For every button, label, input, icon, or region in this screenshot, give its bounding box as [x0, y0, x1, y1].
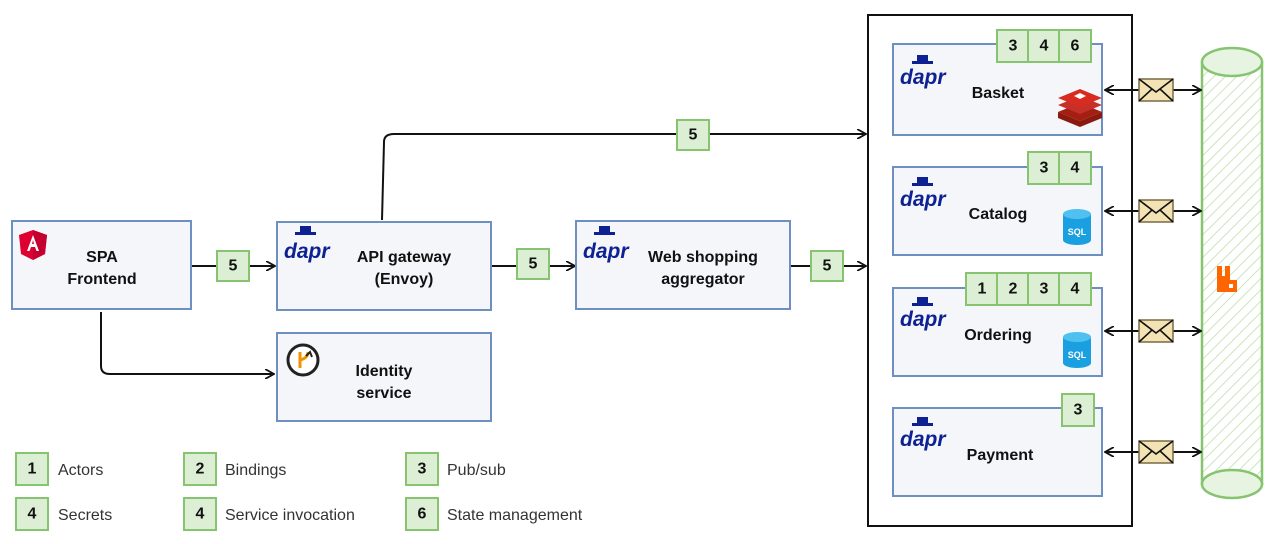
- legend-item: 4 Service invocation: [183, 497, 355, 531]
- payment-service-node: dapr Payment 3: [892, 393, 1103, 497]
- catalog-service-node: dapr Catalog SQL 3 4: [892, 151, 1103, 256]
- svg-text:dapr: dapr: [900, 428, 947, 451]
- svg-text:3: 3: [418, 461, 427, 478]
- angular-icon: [19, 230, 47, 260]
- event-bus: [1200, 46, 1264, 500]
- legend-item: 4 Secrets: [15, 497, 112, 531]
- identity-label-line2: service: [356, 385, 411, 402]
- ordering-service-node: dapr Ordering SQL 1 2 3 4: [892, 272, 1103, 377]
- aggregator-label-line1: Web shopping: [648, 249, 758, 266]
- svg-text:SQL: SQL: [1068, 350, 1087, 360]
- svg-text:dapr: dapr: [900, 188, 947, 211]
- aggregator-node: dapr Web shopping aggregator: [575, 220, 791, 310]
- edge-badge-aggregator-services: 5: [810, 250, 844, 282]
- svg-text:3: 3: [1040, 160, 1049, 177]
- arrow-spa-identity: [100, 312, 273, 374]
- svg-text:1: 1: [28, 461, 37, 478]
- basket-badge: 4: [1027, 29, 1061, 63]
- svg-text:Service invocation: Service invocation: [225, 507, 355, 524]
- basket-label: Basket: [972, 85, 1025, 102]
- svg-text:5: 5: [689, 127, 698, 144]
- svg-text:6: 6: [1071, 38, 1080, 55]
- identity-label-line1: Identity: [356, 363, 413, 380]
- svg-text:dapr: dapr: [900, 308, 947, 331]
- payment-badge: 3: [1061, 393, 1095, 427]
- svg-text:dapr: dapr: [900, 66, 947, 89]
- svg-text:4: 4: [1040, 38, 1049, 55]
- ordering-label: Ordering: [964, 327, 1032, 344]
- spa-label-line1: SPA: [86, 249, 118, 266]
- svg-text:3: 3: [1009, 38, 1018, 55]
- ordering-badge: 3: [1027, 272, 1061, 306]
- svg-text:2: 2: [196, 461, 205, 478]
- svg-text:dapr: dapr: [284, 240, 331, 263]
- legend-item: 2 Bindings: [183, 452, 286, 486]
- basket-service-node: dapr Basket 3 4 6: [892, 29, 1103, 136]
- dapr-logo-icon: dapr: [583, 226, 630, 263]
- legend: 1 Actors 2 Bindings 3 Pub/sub 4 Secrets …: [15, 452, 583, 531]
- svg-text:SQL: SQL: [1068, 227, 1087, 237]
- legend-item: 6 State management: [405, 497, 583, 531]
- aggregator-label-line2: aggregator: [661, 271, 745, 288]
- gateway-label-line2: (Envoy): [375, 271, 434, 288]
- redis-icon: [1058, 89, 1102, 127]
- payment-label: Payment: [967, 447, 1034, 464]
- svg-text:5: 5: [229, 258, 238, 275]
- svg-text:5: 5: [529, 256, 538, 273]
- basket-badge: 3: [996, 29, 1030, 63]
- dapr-logo-icon: dapr: [900, 417, 947, 451]
- dapr-logo-icon: dapr: [284, 226, 331, 263]
- svg-text:Actors: Actors: [58, 462, 103, 479]
- edge-badge-spa-gateway: 5: [216, 250, 250, 282]
- spa-frontend-node: SPA Frontend: [11, 220, 192, 310]
- catalog-badge: 3: [1027, 151, 1061, 185]
- svg-text:Pub/sub: Pub/sub: [447, 462, 506, 479]
- ordering-badge: 2: [996, 272, 1030, 306]
- svg-text:4: 4: [1071, 160, 1080, 177]
- ordering-badge: 4: [1058, 272, 1092, 306]
- edge-badge-gateway-aggregator: 5: [516, 248, 550, 280]
- edge-badge-gateway-basket: 5: [676, 119, 710, 151]
- basket-badge: 6: [1058, 29, 1092, 63]
- svg-text:4: 4: [28, 506, 37, 523]
- sql-database-icon: SQL: [1063, 209, 1091, 245]
- envelope-icon: [1138, 78, 1174, 102]
- arrow-gateway-basket: [381, 134, 865, 221]
- svg-text:Secrets: Secrets: [58, 507, 112, 524]
- svg-text:State management: State management: [447, 507, 583, 524]
- svg-text:3: 3: [1040, 281, 1049, 298]
- envelope-icon: [1138, 319, 1174, 343]
- legend-item: 3 Pub/sub: [405, 452, 506, 486]
- svg-text:Bindings: Bindings: [225, 462, 286, 479]
- identity-service-node: Identity service: [276, 332, 492, 422]
- envelope-icon: [1138, 440, 1174, 464]
- sql-database-icon: SQL: [1063, 332, 1091, 368]
- catalog-label: Catalog: [969, 206, 1028, 223]
- spa-label-line2: Frontend: [67, 271, 136, 288]
- svg-text:4: 4: [1071, 281, 1080, 298]
- dapr-logo-icon: dapr: [900, 177, 947, 211]
- gateway-label-line1: API gateway: [357, 249, 451, 266]
- envelope-icon: [1138, 199, 1174, 223]
- catalog-badge: 4: [1058, 151, 1092, 185]
- svg-text:5: 5: [823, 258, 832, 275]
- rabbitmq-icon: [1217, 266, 1237, 292]
- ordering-badge: 1: [965, 272, 999, 306]
- identity-server-icon: [286, 343, 320, 377]
- legend-item: 1 Actors: [15, 452, 103, 486]
- dapr-logo-icon: dapr: [900, 55, 947, 89]
- svg-text:2: 2: [1009, 281, 1018, 298]
- svg-text:4: 4: [196, 506, 205, 523]
- svg-text:1: 1: [978, 281, 987, 298]
- dapr-logo-icon: dapr: [900, 297, 947, 331]
- svg-text:6: 6: [418, 506, 427, 523]
- svg-text:3: 3: [1074, 402, 1083, 419]
- svg-text:dapr: dapr: [583, 240, 630, 263]
- api-gateway-node: dapr API gateway (Envoy): [276, 221, 492, 311]
